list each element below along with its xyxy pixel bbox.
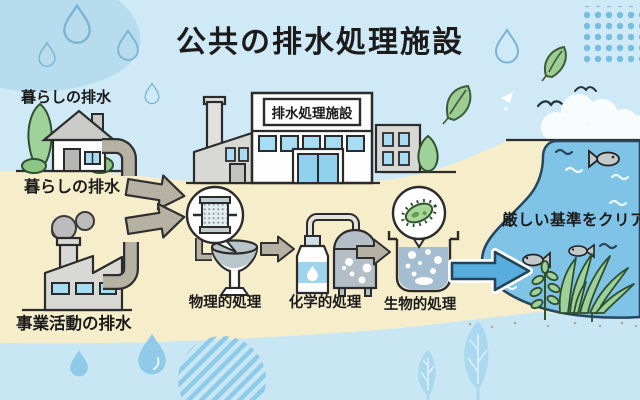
facility-signboard (262, 97, 362, 127)
window (398, 132, 410, 147)
chemical-treatment-icon (295, 213, 378, 297)
chemical-bottle-icon (295, 235, 330, 295)
business-wastewater-label: 事業活動の排水 (16, 314, 132, 333)
facility-sign-label: 排水処理施設 (271, 106, 353, 122)
smoke-icon (51, 211, 95, 241)
magnifier-bubble-icon (391, 185, 447, 249)
door (63, 148, 81, 172)
striped-circle-decoration (178, 336, 266, 400)
window (225, 147, 236, 162)
sand-speckles (468, 321, 638, 329)
household-wastewater-label-top: 暮らしの排水 (21, 88, 112, 106)
window (382, 132, 394, 147)
physical-treatment-label: 物理的処理 (188, 295, 262, 311)
physical-treatment-icon (185, 185, 259, 296)
sky-blob (0, 0, 141, 92)
page-title: 公共の排水処理施設 (176, 25, 464, 60)
treatment-plant-icon (192, 91, 439, 185)
cloud-icon (541, 94, 640, 142)
pipe-icon (102, 138, 139, 290)
fish-icon (522, 149, 620, 269)
filter-icon (193, 196, 237, 234)
leaf-icon (442, 45, 567, 125)
chemical-treatment-label: 化学的処理 (288, 295, 362, 311)
magnifier-bubble-icon (185, 185, 245, 253)
bush-icon (21, 158, 47, 174)
door (229, 163, 246, 184)
flow-arrow-icon (448, 248, 533, 294)
window (398, 151, 410, 166)
factory-icon (43, 211, 124, 312)
biological-treatment-icon (387, 185, 460, 293)
tree-icon (417, 134, 439, 173)
bird-icon (536, 86, 597, 108)
water-drop-decoration (70, 333, 166, 377)
waterweed-icon (529, 253, 635, 322)
dots-pattern (584, 6, 640, 66)
window-row (258, 135, 365, 152)
window (51, 282, 70, 295)
window (382, 151, 394, 166)
microbe-icon (400, 198, 438, 228)
chemical-tank-icon (332, 228, 378, 297)
sparkle-decoration (501, 92, 513, 111)
window (238, 147, 249, 162)
biological-treatment-label: 生物的処理 (383, 297, 457, 313)
blue-leaf-decoration (418, 321, 489, 400)
household-wastewater-label-bottom: 暮らしの排水 (24, 177, 121, 196)
house-icon (21, 102, 118, 174)
strict-standard-label: 厳しい基準をクリア (502, 211, 640, 229)
window (75, 282, 94, 295)
aeration-tank-icon (387, 231, 460, 293)
